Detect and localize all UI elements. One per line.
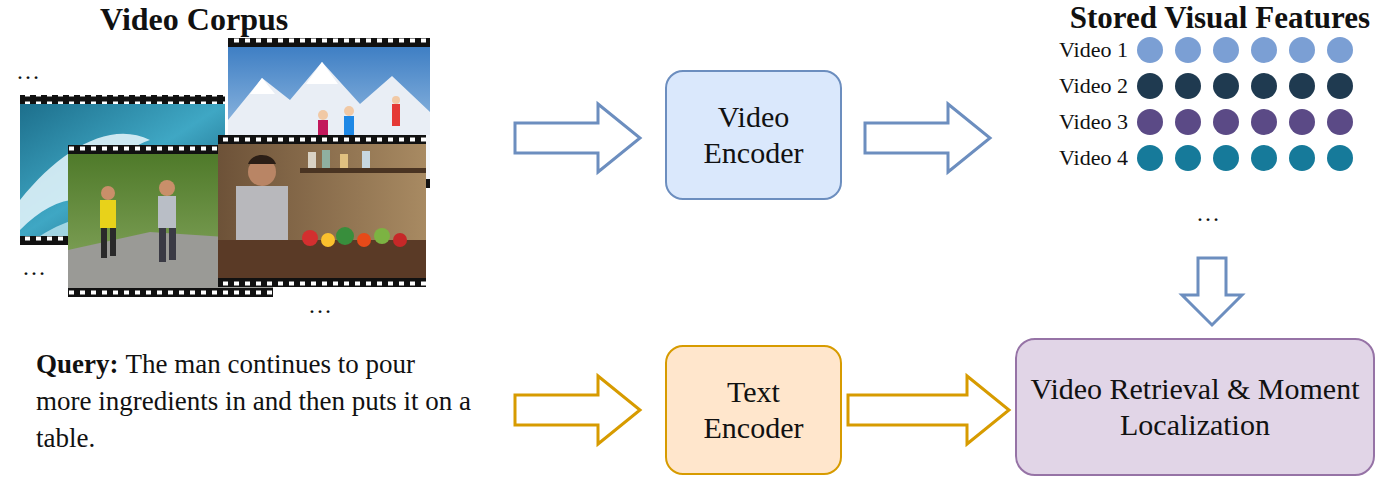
ellipsis: … <box>1196 200 1220 226</box>
encoder-box: Video Encoder <box>665 70 842 200</box>
ellipsis: … <box>22 254 46 280</box>
film-frame-cooking <box>218 135 426 287</box>
feature-dots <box>1137 37 1353 171</box>
hollow-arrow <box>865 104 990 172</box>
row-label: Video 2 <box>1059 73 1128 99</box>
ellipsis: … <box>16 58 40 84</box>
section-heading: Stored Visual Features <box>1070 0 1370 36</box>
row-label: Video 3 <box>1059 109 1128 135</box>
hollow-arrow <box>1182 258 1242 325</box>
query-block: Query:The man continues to pour more ing… <box>36 346 476 457</box>
node-text: Video Retrieval & Moment Localization <box>1029 371 1361 443</box>
row-label: Video 4 <box>1059 145 1128 171</box>
ellipsis: … <box>308 292 332 318</box>
hollow-arrow <box>848 376 1009 444</box>
encoder-box: Text Encoder <box>665 345 842 475</box>
section-heading: Video Corpus <box>100 0 288 38</box>
node-text: Text Encoder <box>679 374 828 446</box>
query-prefix: Query: <box>36 349 118 379</box>
node-text: Video Encoder <box>679 99 828 171</box>
process-box: Video Retrieval & Moment Localization <box>1015 338 1375 476</box>
hollow-arrow <box>515 376 640 444</box>
hollow-arrow <box>515 104 640 172</box>
row-label: Video 1 <box>1059 37 1128 63</box>
